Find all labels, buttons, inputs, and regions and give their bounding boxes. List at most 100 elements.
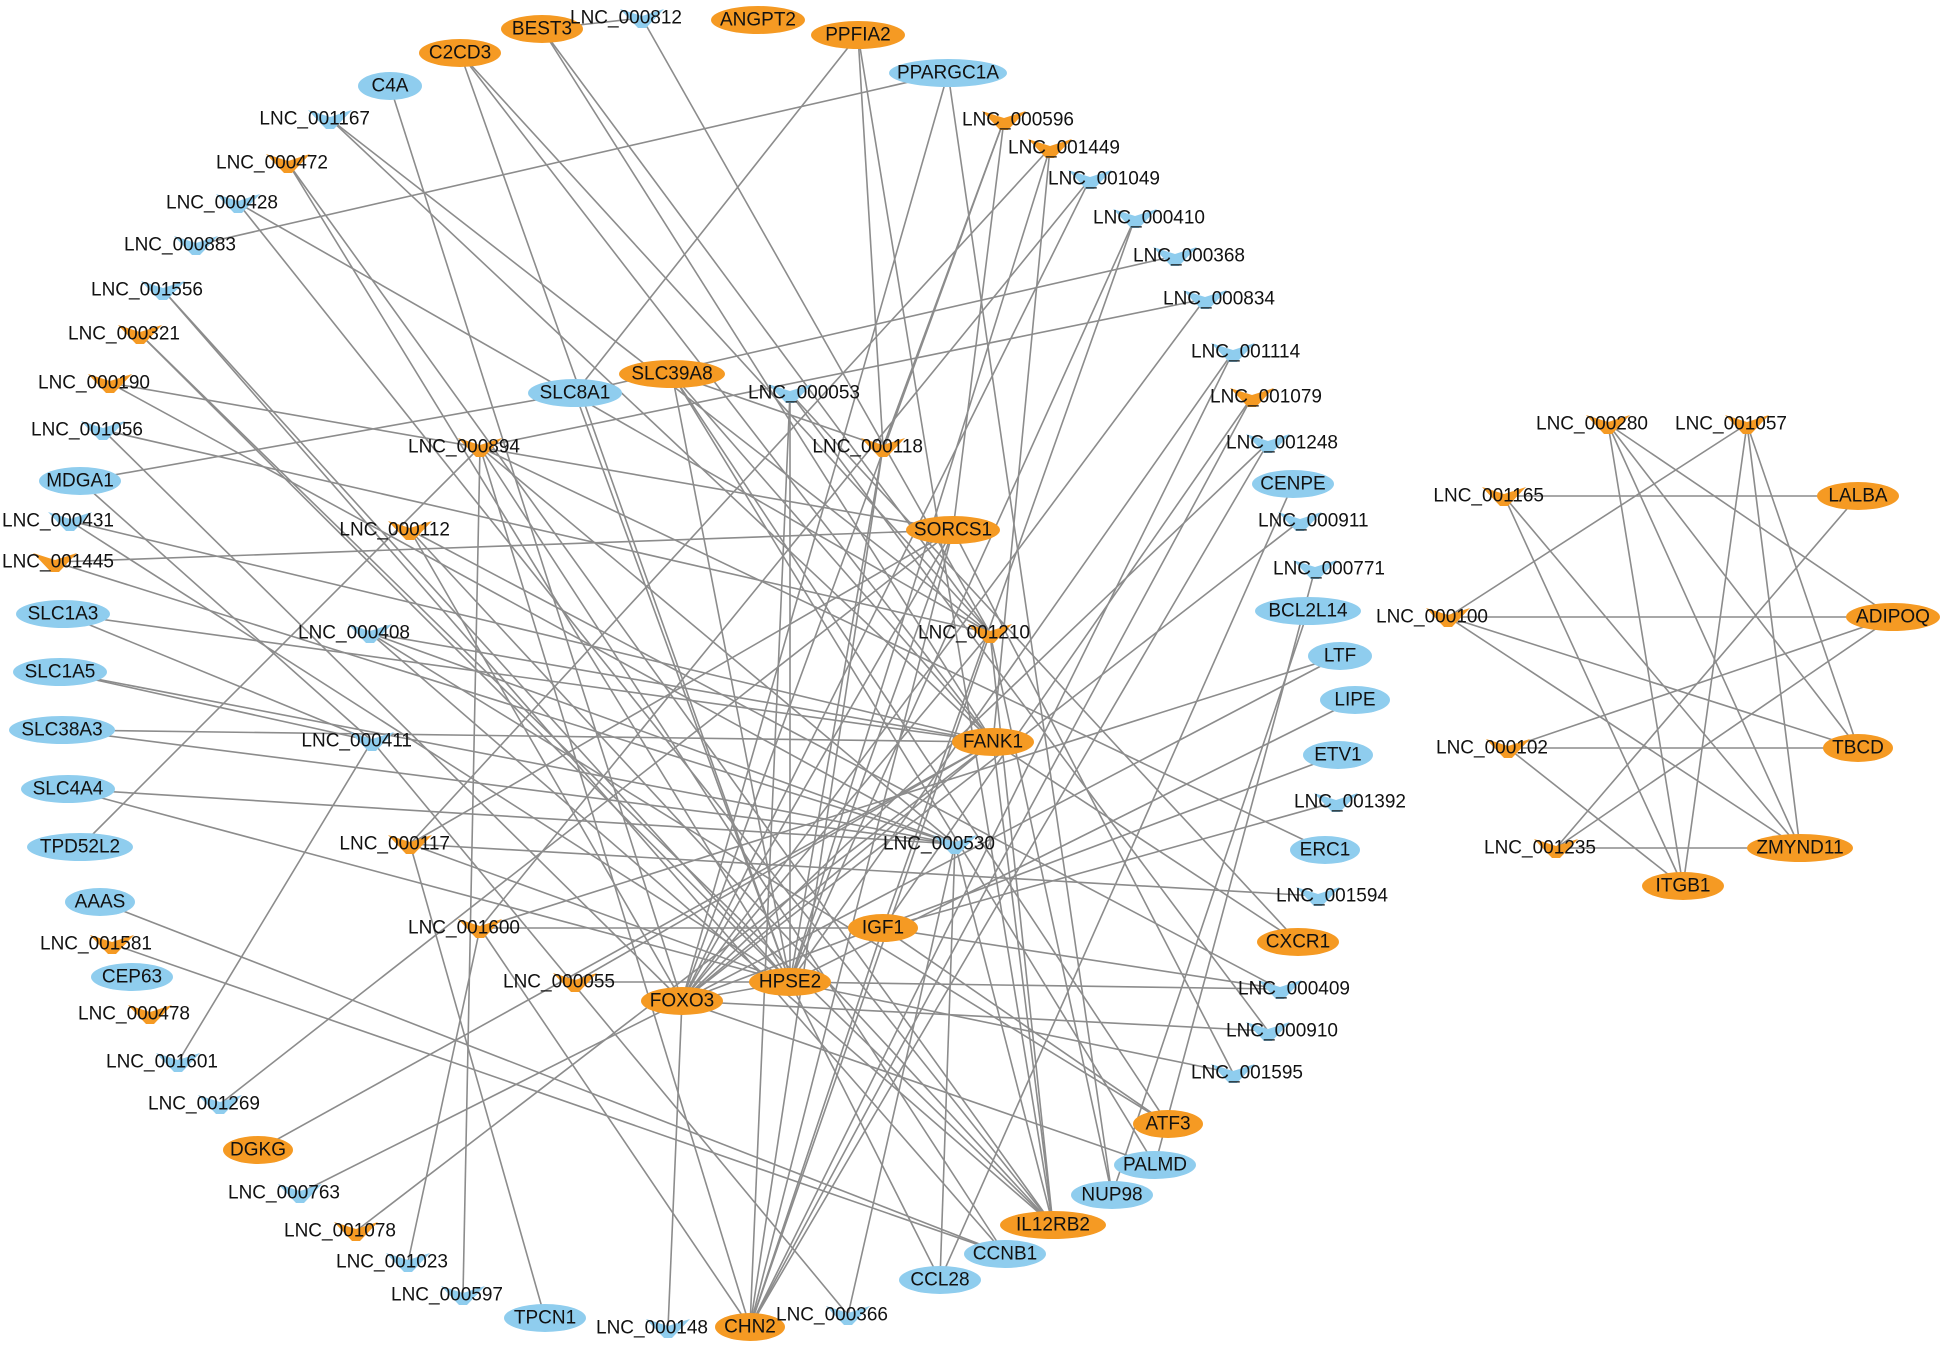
node-lnc-001023[interactable]: LNC_001023: [336, 1252, 448, 1273]
node-lnc-000112[interactable]: LNC_000112: [339, 520, 450, 541]
node-il12rb2[interactable]: IL12RB2: [1000, 1211, 1106, 1239]
node-fank1[interactable]: FANK1: [952, 728, 1034, 756]
node-slc4a4[interactable]: SLC4A4: [21, 775, 115, 803]
node-tpd52l2[interactable]: TPD52L2: [27, 833, 133, 861]
node-zmynd11[interactable]: ZMYND11: [1747, 834, 1853, 862]
node-nup98[interactable]: NUP98: [1071, 1181, 1153, 1209]
node-lnc-000431[interactable]: LNC_000431: [2, 511, 114, 532]
node-ppargc1a[interactable]: PPARGC1A: [889, 59, 1007, 87]
node-lnc-000472[interactable]: LNC_000472: [216, 153, 328, 174]
node-bcl2l14[interactable]: BCL2L14: [1255, 597, 1361, 625]
node-lnc-001248[interactable]: LNC_001248: [1226, 433, 1338, 454]
node-label: LNC_000530: [883, 834, 995, 855]
node-lnc-000408[interactable]: LNC_000408: [298, 623, 410, 644]
node-lnc-000812[interactable]: LNC_000812: [570, 8, 682, 29]
node-tpcn1[interactable]: TPCN1: [504, 1304, 586, 1332]
node-lnc-000055[interactable]: LNC_000055: [503, 972, 615, 993]
node-lnc-000771[interactable]: LNC_000771: [1273, 559, 1385, 580]
node-lnc-001049[interactable]: LNC_001049: [1048, 169, 1160, 190]
node-lnc-001078[interactable]: LNC_001078: [284, 1221, 396, 1242]
node-slc39a8[interactable]: SLC39A8: [619, 360, 725, 388]
node-lnc-001556[interactable]: LNC_001556: [91, 280, 203, 301]
node-lnc-000478[interactable]: LNC_000478: [78, 1004, 190, 1025]
node-lnc-000190[interactable]: LNC_000190: [38, 373, 150, 394]
node-slc1a3[interactable]: SLC1A3: [16, 600, 110, 628]
node-erc1[interactable]: ERC1: [1290, 836, 1360, 864]
node-palmd[interactable]: PALMD: [1114, 1151, 1196, 1179]
node-lnc-000530[interactable]: LNC_000530: [883, 834, 995, 855]
node-sorcs1[interactable]: SORCS1: [906, 516, 1000, 544]
node-lnc-000368[interactable]: LNC_000368: [1133, 246, 1245, 267]
node-c4a[interactable]: C4A: [358, 72, 422, 100]
node-c2cd3[interactable]: C2CD3: [419, 39, 501, 67]
node-adipoq[interactable]: ADIPOQ: [1846, 603, 1940, 631]
node-etv1[interactable]: ETV1: [1303, 741, 1373, 769]
node-hpse2[interactable]: HPSE2: [749, 968, 831, 996]
node-slc38a3[interactable]: SLC38A3: [9, 716, 115, 744]
node-lnc-001601[interactable]: LNC_001601: [106, 1052, 218, 1073]
node-lnc-001269[interactable]: LNC_001269: [148, 1094, 260, 1115]
node-tbcd[interactable]: TBCD: [1823, 734, 1893, 762]
node-lnc-000910[interactable]: LNC_000910: [1226, 1021, 1338, 1042]
node-lnc-000280[interactable]: LNC_000280: [1536, 414, 1648, 435]
node-lnc-000911[interactable]: LNC_000911: [1258, 511, 1369, 532]
node-lnc-000117[interactable]: LNC_000117: [339, 834, 450, 855]
node-lnc-000118[interactable]: LNC_000118: [812, 437, 923, 458]
node-angpt2[interactable]: ANGPT2: [711, 6, 805, 34]
node-mdga1[interactable]: MDGA1: [39, 467, 121, 495]
node-lnc-001056[interactable]: LNC_001056: [31, 420, 143, 441]
node-lnc-000597[interactable]: LNC_000597: [391, 1285, 503, 1306]
node-lnc-000894[interactable]: LNC_000894: [408, 437, 520, 458]
node-itgb1[interactable]: ITGB1: [1642, 872, 1724, 900]
node-ppfia2[interactable]: PPFIA2: [811, 21, 905, 49]
node-label: CCL28: [910, 1270, 969, 1291]
node-lnc-001165[interactable]: LNC_001165: [1433, 486, 1544, 507]
node-slc1a5[interactable]: SLC1A5: [13, 658, 107, 686]
node-ltf[interactable]: LTF: [1308, 642, 1372, 670]
node-lnc-001057[interactable]: LNC_001057: [1675, 414, 1787, 435]
node-lnc-000596[interactable]: LNC_000596: [962, 110, 1074, 131]
node-lnc-000100[interactable]: LNC_000100: [1376, 607, 1488, 628]
node-lnc-000321[interactable]: LNC_000321: [68, 324, 180, 345]
node-ccnb1[interactable]: CCNB1: [964, 1240, 1046, 1268]
node-lnc-001600[interactable]: LNC_001600: [408, 918, 520, 939]
node-lnc-000366[interactable]: LNC_000366: [776, 1305, 888, 1326]
node-lnc-001581[interactable]: LNC_001581: [40, 934, 152, 955]
node-label: SLC38A3: [21, 720, 102, 741]
node-lnc-001079[interactable]: LNC_001079: [1210, 387, 1322, 408]
node-lnc-001445[interactable]: LNC_001445: [2, 552, 114, 573]
node-lnc-001235[interactable]: LNC_001235: [1484, 838, 1596, 859]
node-lnc-000763[interactable]: LNC_000763: [228, 1183, 340, 1204]
node-lnc-000834[interactable]: LNC_000834: [1163, 289, 1275, 310]
node-lnc-001449[interactable]: LNC_001449: [1008, 138, 1120, 159]
node-aaas[interactable]: AAAS: [65, 888, 135, 916]
node-atf3[interactable]: ATF3: [1133, 1110, 1203, 1138]
lncrna-marker: [118, 325, 162, 344]
node-lnc-000102[interactable]: LNC_000102: [1436, 738, 1548, 759]
node-foxo3[interactable]: FOXO3: [641, 987, 723, 1015]
node-lnc-000410[interactable]: LNC_000410: [1093, 208, 1205, 229]
node-lnc-000428[interactable]: LNC_000428: [166, 193, 278, 214]
node-lnc-001167[interactable]: LNC_001167: [259, 109, 370, 130]
node-lnc-001594[interactable]: LNC_001594: [1276, 886, 1388, 907]
node-best3[interactable]: BEST3: [501, 15, 583, 43]
node-cxcr1[interactable]: CXCR1: [1257, 928, 1339, 956]
node-slc8a1[interactable]: SLC8A1: [528, 379, 622, 407]
node-ccl28[interactable]: CCL28: [899, 1266, 981, 1294]
node-lipe[interactable]: LIPE: [1320, 686, 1390, 714]
node-cenpe[interactable]: CENPE: [1252, 470, 1334, 498]
node-lnc-001595[interactable]: LNC_001595: [1191, 1063, 1303, 1084]
node-chn2[interactable]: CHN2: [715, 1313, 785, 1341]
node-lnc-000148[interactable]: LNC_000148: [596, 1318, 708, 1339]
node-lnc-000883[interactable]: LNC_000883: [124, 235, 236, 256]
node-lnc-001210[interactable]: LNC_001210: [918, 623, 1030, 644]
node-lnc-000053[interactable]: LNC_000053: [748, 383, 860, 404]
node-dgkg[interactable]: DGKG: [223, 1136, 293, 1164]
node-lnc-000409[interactable]: LNC_000409: [1238, 979, 1350, 1000]
node-lnc-001114[interactable]: LNC_001114: [1191, 342, 1301, 363]
node-cep63[interactable]: CEP63: [91, 963, 173, 991]
node-igf1[interactable]: IGF1: [848, 914, 918, 942]
node-lnc-000411[interactable]: LNC_000411: [301, 731, 412, 752]
node-lnc-001392[interactable]: LNC_001392: [1294, 792, 1406, 813]
node-lalba[interactable]: LALBA: [1817, 482, 1899, 510]
